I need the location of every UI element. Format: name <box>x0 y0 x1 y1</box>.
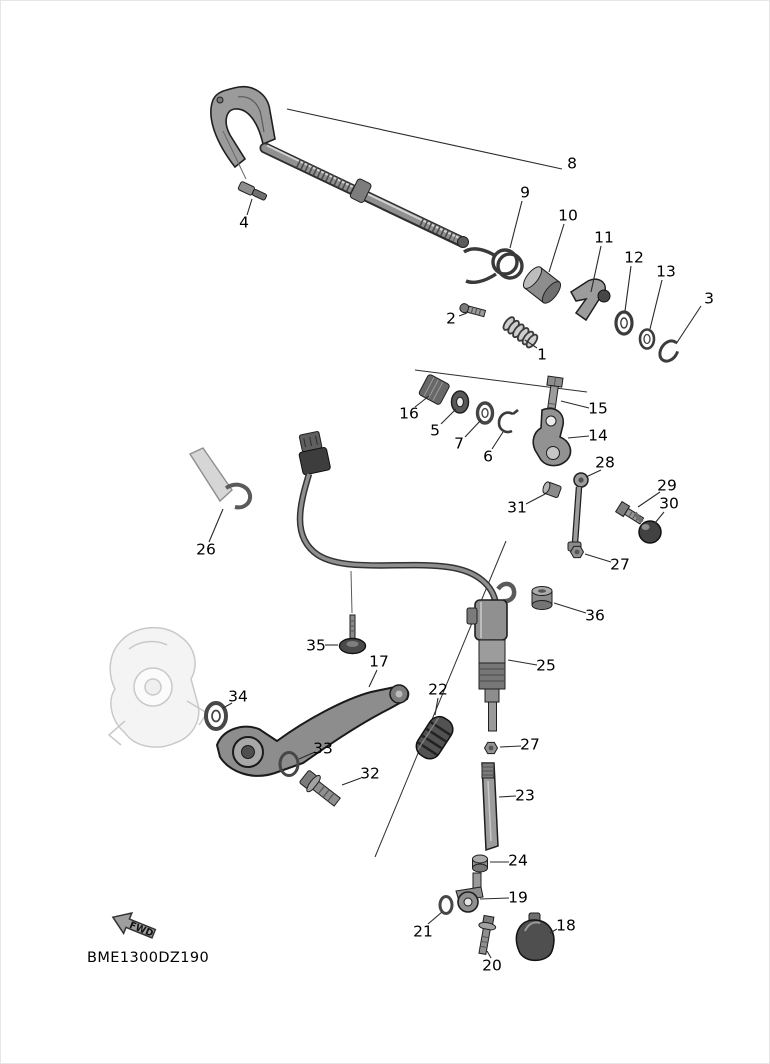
bushing-16 <box>418 374 450 405</box>
leader-line-3 <box>675 305 702 345</box>
screw-2 <box>459 303 487 318</box>
shift-shaft-assembly <box>210 86 469 248</box>
shift-pawl-11 <box>570 278 611 322</box>
gear-position-sensor-26 <box>188 431 500 614</box>
leader-line-21 <box>427 911 443 925</box>
washer-12 <box>614 310 634 336</box>
leader-line-22 <box>434 697 439 716</box>
leader-line-15 <box>560 400 590 409</box>
leader-line-11 <box>590 245 602 293</box>
leader-line-27 <box>499 745 522 748</box>
torsion-spring-9 <box>463 247 524 284</box>
circlip-3 <box>658 339 680 363</box>
leader-line-33 <box>298 751 316 760</box>
washer-5 <box>450 390 470 414</box>
leader-line-31 <box>525 492 548 505</box>
washer-34 <box>204 701 228 731</box>
leader-line-12 <box>624 265 632 312</box>
leader-line-36 <box>553 602 587 614</box>
leader-line-16 <box>414 395 430 408</box>
leader-line-20 <box>486 950 492 959</box>
spring-1 <box>502 316 539 349</box>
collar-36 <box>531 586 553 610</box>
collar-31 <box>542 481 562 498</box>
leader-lines-layer <box>208 108 702 959</box>
leader-line-4 <box>246 198 253 216</box>
ball-joint-30 <box>633 511 662 544</box>
shift-arm <box>210 86 276 169</box>
collar-10 <box>522 266 562 304</box>
stopper-lever-14 <box>532 407 572 467</box>
pedal-rubber-22 <box>415 715 454 760</box>
washer-7 <box>475 401 495 425</box>
boot-18 <box>515 912 555 962</box>
bolt-20 <box>478 914 497 955</box>
clip-6 <box>497 408 519 434</box>
leader-line-29 <box>637 491 661 508</box>
screw-35 <box>338 614 367 655</box>
washer-21 <box>438 895 454 915</box>
leader-line-19 <box>479 897 510 900</box>
leader-line-17 <box>368 669 378 688</box>
pin-4 <box>237 181 268 201</box>
nut-24 <box>472 854 488 873</box>
leader-line-28 <box>585 469 602 478</box>
nut-27-upper <box>569 545 585 559</box>
leader-line-27 <box>584 553 612 563</box>
leader-line-34 <box>222 702 233 709</box>
washer-13 <box>638 328 656 350</box>
joint-19 <box>455 872 484 913</box>
leader-line-10 <box>548 223 565 273</box>
leader-line-23 <box>498 795 517 798</box>
shift-actuator-25 <box>466 581 517 732</box>
leader-line-26 <box>208 508 224 543</box>
leader-line-30 <box>654 511 665 524</box>
leader-line-9 <box>509 200 523 249</box>
leader-line-18 <box>549 928 558 934</box>
engine-case-ghost <box>107 626 209 748</box>
bolt-32 <box>299 770 341 807</box>
o-ring-33 <box>278 751 300 777</box>
fwd-arrow-shape <box>111 911 157 939</box>
fwd-arrow: FWD <box>111 911 157 940</box>
leader-line-14 <box>567 435 590 439</box>
leader-line-2 <box>458 312 468 317</box>
leader-line-13 <box>649 279 663 330</box>
leader-line-6 <box>491 431 504 450</box>
leader-line-32 <box>341 777 362 786</box>
leader-line-1 <box>524 339 538 349</box>
leader-line-25 <box>507 659 538 666</box>
leader-line-8 <box>286 108 563 170</box>
leader-line-7 <box>464 419 482 438</box>
link-rod-28 <box>567 472 589 552</box>
shift-pedal-17 <box>215 684 410 777</box>
part-code: BME1300DZ190 <box>87 950 210 966</box>
push-rod-23 <box>481 762 499 852</box>
fwd-label: FWD <box>128 920 155 940</box>
leader-line-5 <box>440 408 457 425</box>
nut-27-lower <box>483 741 499 755</box>
